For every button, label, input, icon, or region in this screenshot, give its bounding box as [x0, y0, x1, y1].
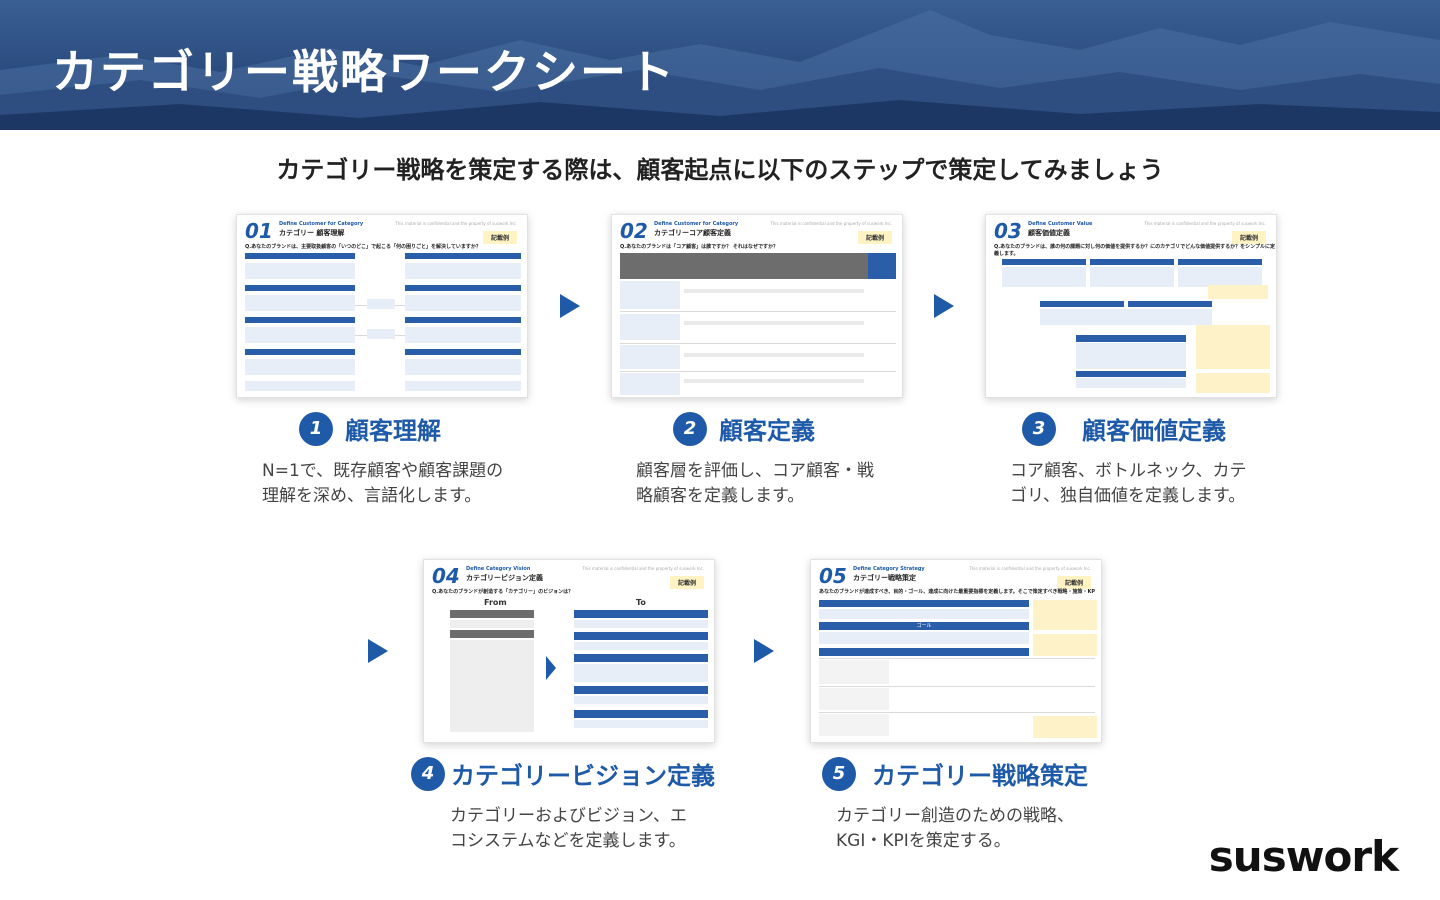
step-1-heading: 1 顧客理解	[299, 411, 441, 446]
step-1-thumbnail: 01 Define Customer for Category カテゴリー 顧客…	[236, 214, 528, 398]
thumb-question: Q.あなたのブランドは、誰の何の課題に対し何の価値を提供するか？にのカテゴリでど…	[994, 244, 1276, 257]
step-title: カテゴリービジョン定義	[451, 762, 715, 790]
thumb-confidential: This material is confidential and the pr…	[1144, 221, 1266, 226]
step-3-description: コア顧客、ボトルネック、カテ ゴリ、独自価値を定義します。	[1010, 461, 1247, 506]
arrow-right-icon	[934, 294, 954, 318]
thumb-en-title: Define Customer Value	[1028, 221, 1093, 227]
step-4-description: カテゴリーおよびビジョン、エ コシステムなどを定義します。	[450, 806, 687, 851]
thumb-en-title: Define Category Strategy	[853, 566, 925, 572]
thumb-en-title: Define Category Vision	[466, 566, 531, 572]
step-2-thumbnail: 02 Define Customer for Category カテゴリーコア顧…	[611, 214, 903, 398]
thumb-confidential: This material is confidential and the pr…	[969, 566, 1091, 571]
step-3-heading: 3 顧客価値定義	[1022, 411, 1226, 446]
thumb-badge: 記載例	[1231, 231, 1266, 244]
thumb-confidential: This material is confidential and the pr…	[582, 566, 704, 571]
thumb-goal-bar: ゴール	[819, 622, 1029, 630]
thumb-question: Q.あなたのブランドは、主要取扱顧客の「いつのどこ」で起こる「何の困りごと」を解…	[245, 244, 481, 250]
thumb-confidential: This material is confidential and the pr…	[395, 221, 517, 226]
header-banner: カテゴリー戦略ワークシート	[0, 0, 1440, 130]
step-number-badge: 1	[299, 411, 333, 446]
thumb-ja-title: カテゴリー戦略策定	[853, 574, 916, 582]
arrow-right-icon	[754, 639, 774, 663]
thumb-badge: 記載例	[669, 576, 704, 589]
step-4-thumbnail: 04 Define Category Vision カテゴリービジョン定義 Th…	[423, 559, 715, 743]
step-1-description: N=1で、既存顧客や顧客課題の 理解を深め、言語化します。	[262, 461, 504, 506]
thumb-number: 03	[994, 219, 1022, 243]
step-3-thumbnail: 03 Define Customer Value 顧客価値定義 This mat…	[985, 214, 1277, 398]
step-title: カテゴリー戦略策定	[872, 762, 1088, 790]
step-title: 顧客定義	[719, 417, 815, 445]
thumb-question: Q.あなたのブランドが創造する「カテゴリー」のビジョンは？	[432, 589, 574, 595]
brand-logo: suswork	[1208, 832, 1399, 881]
step-number-badge: 5	[822, 756, 856, 791]
step-number-badge: 2	[673, 411, 707, 446]
step-4-heading: 4 カテゴリービジョン定義	[411, 756, 715, 791]
step-number-badge: 3	[1022, 411, 1056, 446]
thumb-confidential: This material is confidential and the pr…	[770, 221, 892, 226]
thumb-badge: 記載例	[857, 231, 892, 244]
page-title: カテゴリー戦略ワークシート	[52, 45, 676, 99]
thumb-question: あなたのブランドが達成すべき、目的・ゴール、達成に向けた最重要指標を定義します。…	[819, 589, 1095, 595]
thumb-en-title: Define Customer for Category	[279, 221, 364, 227]
page-subtitle: カテゴリー戦略を策定する際は、顧客起点に以下のステップで策定してみましょう	[276, 156, 1164, 184]
step-5-heading: 5 カテゴリー戦略策定	[822, 756, 1088, 791]
thumb-ja-title: 顧客価値定義	[1028, 229, 1070, 237]
arrow-right-icon	[368, 639, 388, 663]
step-5-description: カテゴリー創造のための戦略、 KGI・KPIを策定する。	[836, 806, 1074, 851]
step-2-description: 顧客層を評価し、コア顧客・戦 略顧客を定義します。	[636, 461, 874, 506]
thumb-badge: 記載例	[482, 231, 517, 244]
thumb-to-label: To	[636, 598, 646, 607]
thumb-number: 01	[245, 219, 273, 243]
thumb-ja-title: カテゴリーコア顧客定義	[654, 229, 731, 237]
thumb-en-title: Define Customer for Category	[654, 221, 739, 227]
thumb-ja-title: カテゴリー 顧客理解	[279, 229, 345, 237]
thumb-from-label: From	[484, 598, 507, 607]
step-5-thumbnail: 05 Define Category Strategy カテゴリー戦略策定 Th…	[810, 559, 1102, 743]
thumb-number: 05	[819, 564, 847, 588]
thumb-ja-title: カテゴリービジョン定義	[466, 574, 543, 582]
arrow-right-icon	[560, 294, 580, 318]
thumb-badge: 記載例	[1056, 576, 1091, 589]
mountain-background-icon	[0, 10, 1440, 130]
step-title: 顧客価値定義	[1082, 417, 1226, 445]
step-number-badge: 4	[411, 756, 445, 791]
step-title: 顧客理解	[345, 417, 441, 445]
thumb-number: 02	[620, 219, 648, 243]
thumb-question: Q.あなたのブランドは「コア顧客」は誰ですか？ それはなぜですか？	[620, 244, 779, 250]
thumb-number: 04	[432, 564, 460, 588]
step-2-heading: 2 顧客定義	[673, 411, 815, 446]
